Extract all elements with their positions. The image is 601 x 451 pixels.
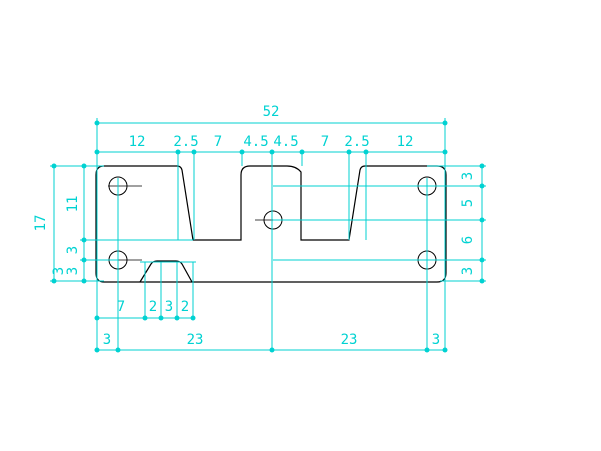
left-lower-3: 3: [51, 267, 67, 275]
overall-width-label: 52: [263, 104, 280, 120]
dimension-labels: 52 12 2.5 7 4.5 4.5 7 2.5 12 17 11 3 3 3…: [33, 104, 476, 348]
right-dim-3: 6: [460, 236, 476, 244]
dimension-lines: [50, 118, 486, 351]
left-upper-label: 11: [65, 196, 81, 213]
slot-dim-2: 2: [149, 299, 157, 315]
slot-dim-4: 2: [181, 299, 189, 315]
left-overall-label: 17: [33, 215, 49, 232]
slot-dim-3: 3: [165, 299, 173, 315]
slot-dim-1: 7: [117, 299, 125, 315]
top-dim-3: 7: [214, 134, 222, 150]
top-dim-7: 2.5: [344, 134, 369, 150]
top-dim-1: 12: [129, 134, 146, 150]
right-dim-2: 5: [460, 199, 476, 207]
hole-dim-2: 23: [187, 332, 204, 348]
top-dim-5: 4.5: [273, 134, 298, 150]
left-lower-1: 3: [65, 246, 81, 254]
hole-dim-4: 3: [432, 332, 440, 348]
top-dim-2: 2.5: [173, 134, 198, 150]
hole-dim-1: 3: [103, 332, 111, 348]
part-outline: [95, 165, 447, 283]
right-dim-1: 3: [460, 172, 476, 180]
hole-dim-3: 23: [341, 332, 358, 348]
top-dim-8: 12: [397, 134, 414, 150]
part-outline-path: [95, 165, 447, 283]
left-lower-2: 3: [65, 267, 81, 275]
top-dim-4: 4.5: [243, 134, 268, 150]
top-dim-6: 7: [321, 134, 329, 150]
bottom-slot: [139, 260, 193, 283]
right-dim-4: 3: [460, 267, 476, 275]
dimension-dots: [51, 120, 485, 353]
